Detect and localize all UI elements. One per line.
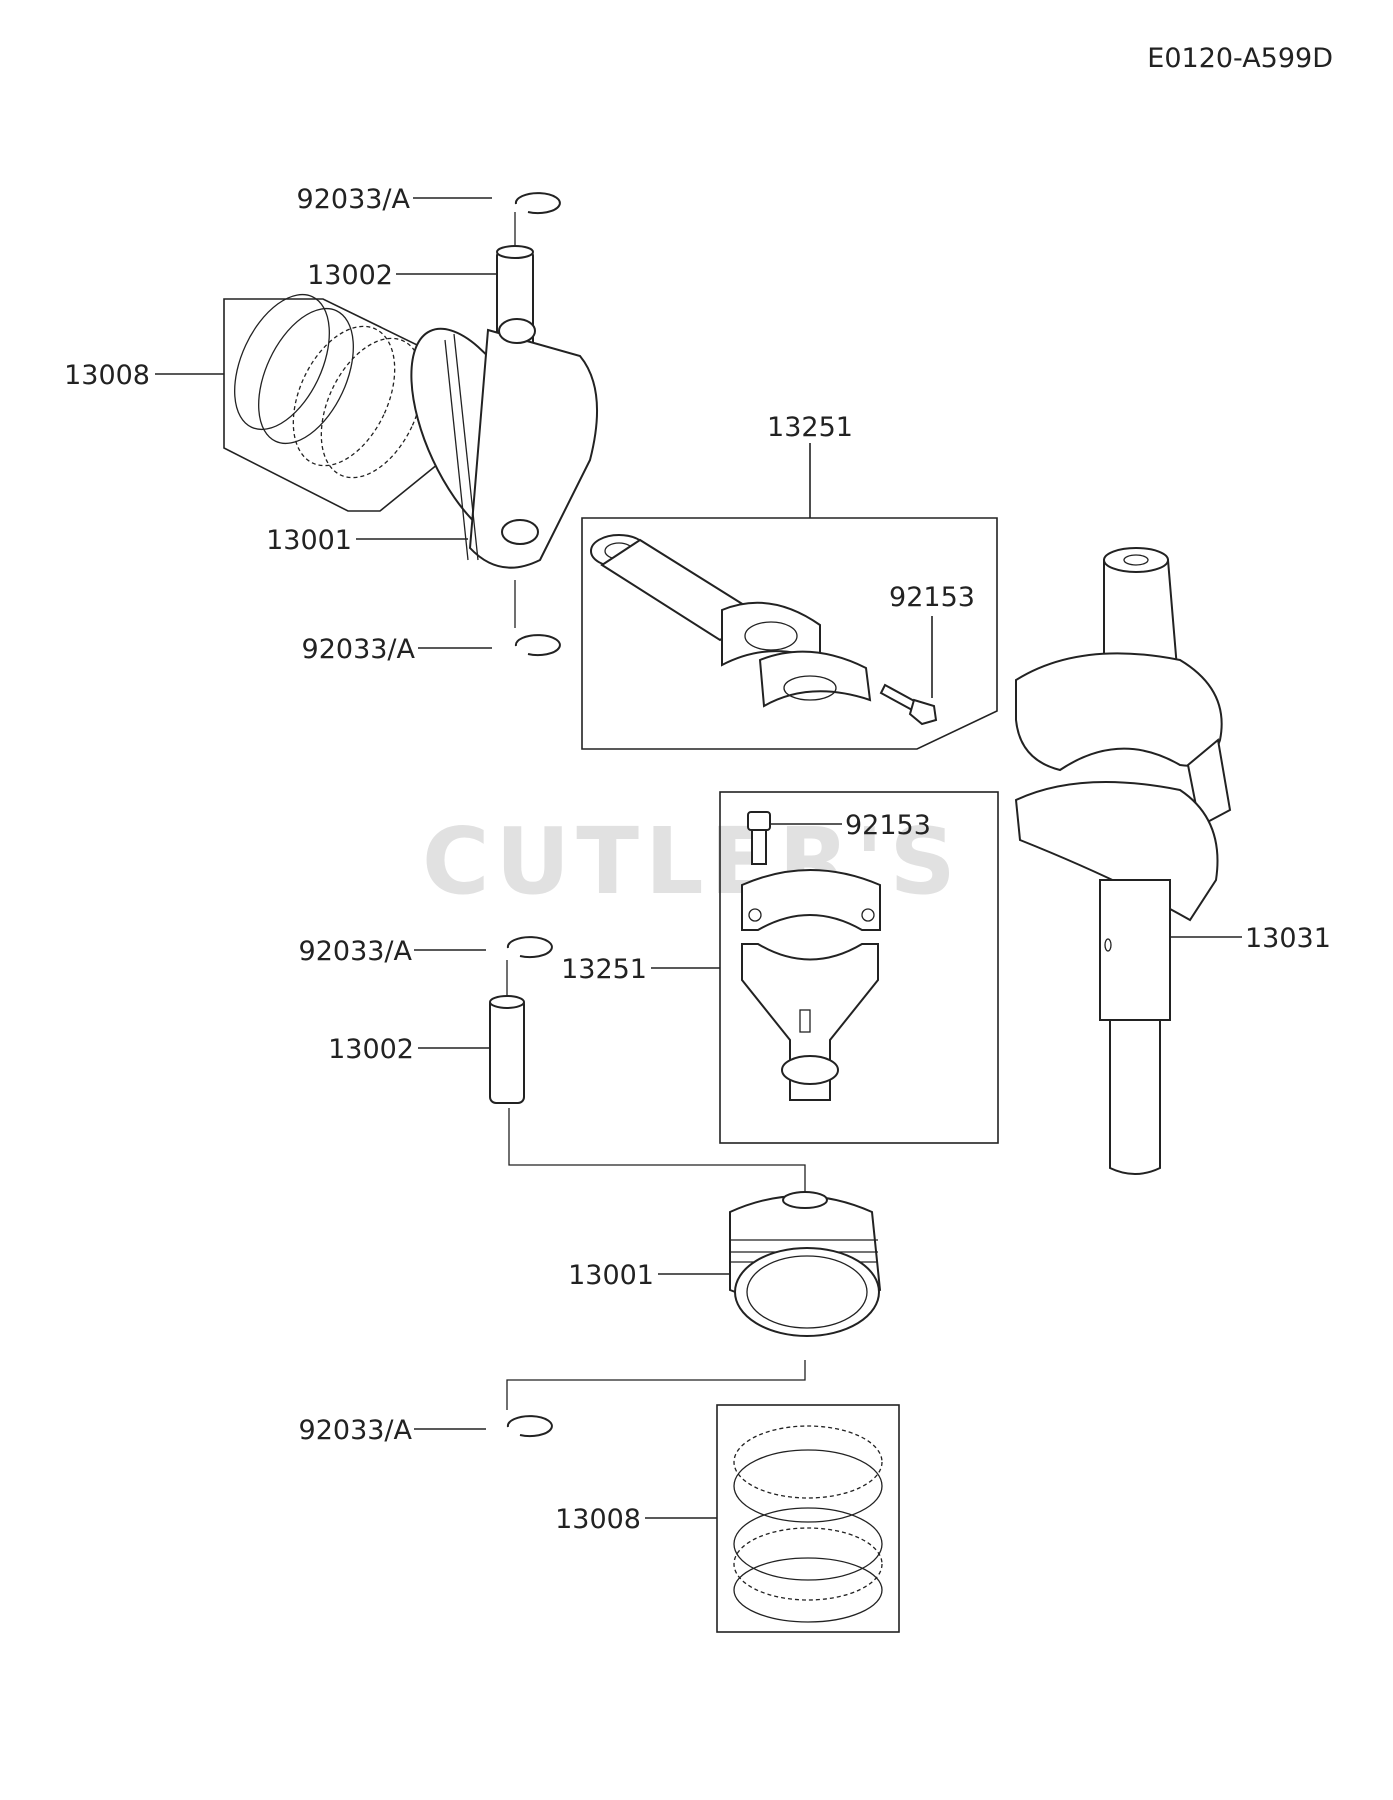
label-rings-top: 13008 — [64, 360, 150, 391]
label-bolt-mid: 92153 — [845, 810, 931, 841]
label-circlip-top-2: 92033/A — [302, 634, 416, 665]
diagram-code: E0120-A599D — [1147, 43, 1333, 74]
circlip-top-1[interactable]: 92033/A — [297, 184, 561, 215]
bolt-top[interactable]: 92153 — [879, 582, 975, 726]
circlip-mid[interactable]: 92033/A — [299, 936, 553, 967]
connecting-rod-top[interactable]: 13251 92153 — [581, 412, 998, 750]
label-crankshaft: 13031 — [1245, 923, 1331, 954]
crankshaft[interactable]: 13031 — [1014, 547, 1331, 1175]
label-conrod-top: 13251 — [767, 412, 853, 443]
bolt-mid[interactable]: 92153 — [747, 810, 931, 865]
piston-top[interactable]: 13001 — [266, 309, 599, 569]
piston-bottom[interactable]: 13001 — [568, 1191, 882, 1337]
circlip-bottom[interactable]: 92033/A — [299, 1415, 553, 1446]
circlip-top-2[interactable]: 92033/A — [302, 634, 561, 665]
label-circlip-bottom: 92033/A — [299, 1415, 413, 1446]
label-piston-bottom: 13001 — [568, 1260, 654, 1291]
piston-pin-mid[interactable]: 13002 — [328, 995, 525, 1104]
label-piston-top: 13001 — [266, 525, 352, 556]
piston-rings-bottom[interactable]: 13008 — [555, 1404, 900, 1633]
label-conrod-mid: 13251 — [561, 954, 647, 985]
label-circlip-mid: 92033/A — [299, 936, 413, 967]
label-bolt-top: 92153 — [889, 582, 975, 613]
connecting-rod-mid[interactable]: 13251 92153 — [561, 791, 999, 1144]
piston-rings-top[interactable]: 13008 — [64, 280, 455, 512]
label-circlip-top-1: 92033/A — [297, 184, 411, 215]
label-pin-mid: 13002 — [328, 1034, 414, 1065]
label-pin-top: 13002 — [307, 260, 393, 291]
label-rings-bottom: 13008 — [555, 1504, 641, 1535]
